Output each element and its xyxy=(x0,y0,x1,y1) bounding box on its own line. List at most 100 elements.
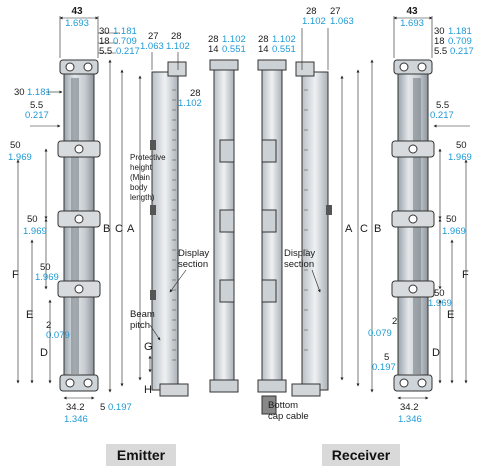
emitter-pitch-1969b: 1.969 xyxy=(23,226,47,237)
emitter-width-1693: 1.693 xyxy=(65,18,89,29)
receiver-dim-D: D xyxy=(432,347,440,359)
emitter-back-0551: 0.551 xyxy=(222,44,246,55)
beam-pitch-label-2: pitch xyxy=(130,320,150,331)
emitter-dim-H: H xyxy=(144,384,152,396)
emitter-side-28-top: 28 xyxy=(171,31,182,42)
emitter-pitch-1969c: 1.969 xyxy=(35,272,59,283)
receiver-back-28: 28 xyxy=(258,34,269,45)
emitter-dim-E: E xyxy=(26,309,33,321)
emitter-side-1102-top: 1.102 xyxy=(166,41,190,52)
emitter-side-1063: 1.063 xyxy=(140,41,164,52)
receiver-width-1693: 1.693 xyxy=(400,18,424,29)
receiver-scale xyxy=(304,89,308,351)
beam-pitch-label-1: Beam xyxy=(130,309,155,320)
receiver-pitch-50b: 50 xyxy=(446,214,457,225)
receiver-bottom-1346: 1.346 xyxy=(398,414,422,425)
emitter-back-14: 14 xyxy=(208,44,219,55)
emitter-dim-1181: 1.181 xyxy=(113,26,137,37)
receiver-dim-55: 5.5 xyxy=(434,46,447,57)
emitter-side-27: 27 xyxy=(148,31,159,42)
emitter-dim-B: B xyxy=(103,223,110,235)
emitter-pitch-1969a: 1.969 xyxy=(8,152,32,163)
svg-text:length): length) xyxy=(130,193,155,202)
emitter-back-1102: 1.102 xyxy=(222,34,246,45)
emitter-left-0217: 0.217 xyxy=(25,110,49,121)
receiver-dim-30: 30 xyxy=(434,26,445,37)
emitter-dim-18: 18 xyxy=(99,36,110,47)
emitter-side-view: 27 1.063 28 1.102 28 1.102 B C A Protect… xyxy=(103,31,209,397)
emitter-bottom-1346: 1.346 xyxy=(64,414,88,425)
emitter-dim-0217: 0.217 xyxy=(116,46,140,57)
emitter-dim-0709: 0.709 xyxy=(113,36,137,47)
receiver-dim-18: 18 xyxy=(434,36,445,47)
emitter-dim-C: C xyxy=(115,223,123,235)
emitter-dim-F: F xyxy=(12,269,19,281)
svg-text:height: height xyxy=(130,163,153,172)
receiver-dim-A: A xyxy=(345,223,353,235)
receiver-side-1102: 1.102 xyxy=(302,16,326,27)
emitter-width-43: 43 xyxy=(71,6,83,17)
receiver-side-view: 28 1.102 27 1.063 A C B Display section … xyxy=(261,6,381,422)
emitter-bottom-5: 5 xyxy=(100,402,105,413)
receiver-back-view: 28 1.102 14 0.551 xyxy=(257,34,296,393)
receiver-dim-1181: 1.181 xyxy=(448,26,472,37)
receiver-dim-0079: 0.079 xyxy=(368,328,392,339)
emitter-left-30: 30 xyxy=(14,87,25,98)
receiver-pitch-1969b: 1.969 xyxy=(442,226,466,237)
emitter-pitch-50c: 50 xyxy=(40,262,51,273)
svg-text:Protective: Protective xyxy=(130,153,166,162)
emitter-dim-30: 30 xyxy=(99,26,110,37)
protective-height-note: Protective height (Main body length) xyxy=(130,153,166,202)
emitter-left-1181: 1.181 xyxy=(27,87,51,98)
emitter-left-55: 5.5 xyxy=(30,100,43,111)
emitter-dim-55: 5.5 xyxy=(99,46,112,57)
receiver-dim-B: B xyxy=(374,223,381,235)
receiver-dim-F: F xyxy=(462,269,469,281)
receiver-dim-5: 5 xyxy=(384,352,389,363)
receiver-pitch-50a: 50 xyxy=(456,140,467,151)
emitter-bottom-342: 34.2 xyxy=(66,402,85,413)
receiver-dim-0197: 0.197 xyxy=(372,362,396,373)
emitter-display-label-1: Display xyxy=(178,248,209,259)
receiver-right-0217: 0.217 xyxy=(430,110,454,121)
emitter-dim-D: D xyxy=(40,347,48,359)
receiver-back-1102: 1.102 xyxy=(272,34,296,45)
receiver-back-14: 14 xyxy=(258,44,269,55)
emitter-bottom-0197: 0.197 xyxy=(108,402,132,413)
emitter-back-view: 28 1.102 14 0.551 xyxy=(208,34,246,393)
emitter-dim-A: A xyxy=(127,223,135,235)
receiver-display-label-2: section xyxy=(284,259,314,270)
emitter-pitch-50b: 50 xyxy=(27,214,38,225)
receiver-side-28: 28 xyxy=(306,6,317,17)
receiver-display-label-1: Display xyxy=(284,248,315,259)
receiver-right-55: 5.5 xyxy=(436,100,449,111)
receiver-dim-0217: 0.217 xyxy=(450,46,474,57)
emitter-side-28-right: 28 xyxy=(190,88,201,99)
receiver-side-27: 27 xyxy=(330,6,341,17)
receiver-pitch-50c: 50 xyxy=(434,288,445,299)
receiver-dim-E: E xyxy=(447,309,454,321)
emitter-label: Emitter xyxy=(106,444,176,466)
receiver-dim-2: 2 xyxy=(392,316,397,327)
receiver-dim-C: C xyxy=(360,223,368,235)
bottom-cap-cable-label-2: cap cable xyxy=(268,411,309,422)
emitter-side-1102-right: 1.102 xyxy=(178,98,202,109)
emitter-front-view: 43 1.693 30 1.181 18 0.709 5.5 0.217 30 … xyxy=(8,6,140,425)
receiver-width-43: 43 xyxy=(406,6,418,17)
emitter-display-label-2: section xyxy=(178,259,208,270)
svg-text:(Main: (Main xyxy=(130,173,150,182)
receiver-side-1063: 1.063 xyxy=(330,16,354,27)
svg-text:body: body xyxy=(130,183,147,192)
bottom-cap-cable-label-1: Bottom xyxy=(268,400,298,411)
receiver-bottom-342: 34.2 xyxy=(400,402,419,413)
emitter-dim-0079: 0.079 xyxy=(46,330,70,341)
receiver-front-view: 43 1.693 30 1.181 18 0.709 5.5 0.217 5.5… xyxy=(368,6,474,425)
emitter-back-28: 28 xyxy=(208,34,219,45)
emitter-dim-G: G xyxy=(144,341,153,353)
emitter-pitch-50a: 50 xyxy=(10,140,21,151)
receiver-label: Receiver xyxy=(322,444,400,466)
receiver-pitch-1969a: 1.969 xyxy=(448,152,472,163)
receiver-dim-0709: 0.709 xyxy=(448,36,472,47)
receiver-back-0551: 0.551 xyxy=(272,44,296,55)
